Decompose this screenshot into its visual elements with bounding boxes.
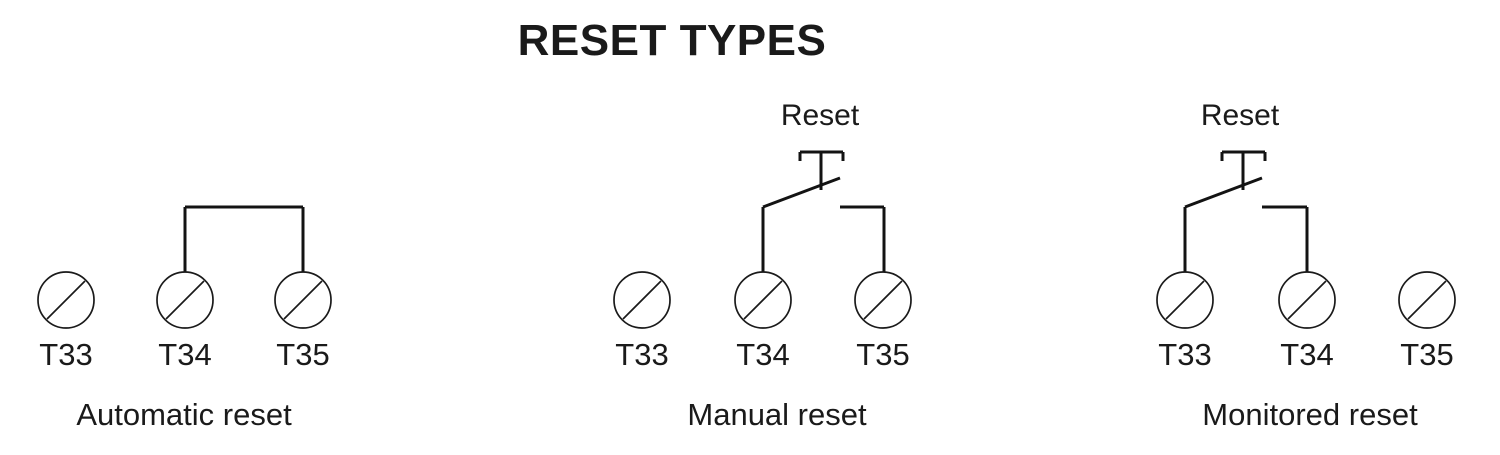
reset-pushbutton-symbol — [761, 150, 886, 272]
contact-blade — [762, 176, 841, 209]
reset-button-label: Reset — [781, 99, 860, 132]
terminal-t34: T34 — [1278, 271, 1336, 372]
screw-slot-icon — [863, 280, 903, 320]
screw-slot-icon — [1407, 280, 1447, 320]
screw-slot-icon — [1165, 280, 1205, 320]
terminal-label: T35 — [856, 337, 909, 372]
terminal-label: T35 — [1400, 337, 1453, 372]
terminal-t34: T34 — [156, 271, 214, 372]
screw-slot-icon — [622, 280, 662, 320]
screw-slot-icon — [1287, 280, 1327, 320]
screw-slot-icon — [283, 280, 323, 320]
group-monitored-reset: Reset T33 T34 — [1156, 99, 1456, 432]
terminal-label: T34 — [1280, 337, 1333, 372]
terminal-t33: T33 — [37, 271, 95, 372]
reset-button-label: Reset — [1201, 99, 1280, 132]
terminal-t35: T35 — [1398, 271, 1456, 372]
screw-slot-icon — [743, 280, 783, 320]
reset-pushbutton-symbol — [1183, 150, 1309, 272]
terminal-label: T35 — [276, 337, 329, 372]
group-caption: Monitored reset — [1202, 397, 1418, 432]
page-title: RESET TYPES — [518, 16, 827, 65]
group-automatic-reset: T33 T34 T35 Automatic reset — [37, 205, 332, 432]
group-caption: Automatic reset — [76, 397, 292, 432]
terminal-label: T34 — [736, 337, 789, 372]
terminal-label: T33 — [615, 337, 668, 372]
group-caption: Manual reset — [687, 397, 867, 432]
terminal-t33: T33 — [1156, 271, 1214, 372]
contact-blade — [1184, 176, 1263, 209]
terminal-t35: T35 — [274, 271, 332, 372]
jumper-link-t34-t35 — [183, 205, 305, 272]
screw-slot-icon — [46, 280, 86, 320]
screw-slot-icon — [165, 280, 205, 320]
terminal-label: T33 — [39, 337, 92, 372]
terminal-t34: T34 — [734, 271, 792, 372]
terminal-t35: T35 — [854, 271, 912, 372]
terminal-label: T33 — [1158, 337, 1211, 372]
terminal-label: T34 — [158, 337, 211, 372]
terminal-t33: T33 — [613, 271, 671, 372]
group-manual-reset: Reset T33 — [613, 99, 912, 432]
